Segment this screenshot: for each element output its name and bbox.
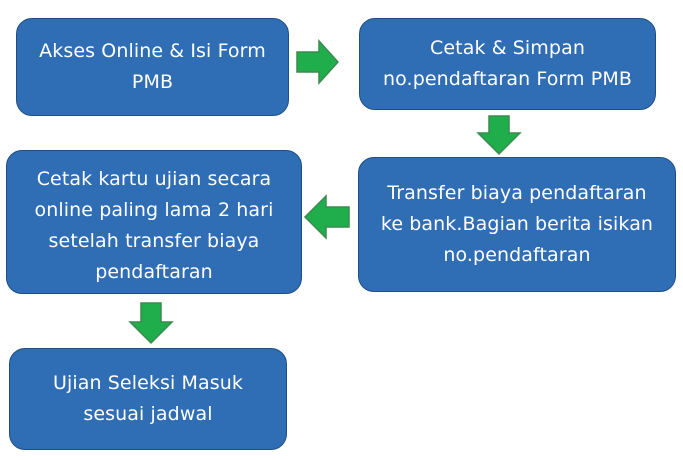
step-box-access-online-form: Akses Online & Isi Form PMB xyxy=(16,18,289,116)
arrow-down-icon xyxy=(476,115,522,156)
step-box-selection-exam: Ujian Seleksi Masuk sesuai jadwal xyxy=(9,348,287,450)
step-label: Transfer biaya pendaftaran ke bank.Bagia… xyxy=(380,182,654,266)
step-label: Cetak & Simpan no.pendaftaran Form PMB xyxy=(383,37,632,90)
step-box-transfer-fee: Transfer biaya pendaftaran ke bank.Bagia… xyxy=(358,157,676,292)
arrow-right-icon xyxy=(296,39,340,85)
step-box-print-save-registration: Cetak & Simpan no.pendaftaran Form PMB xyxy=(359,18,656,110)
step-box-print-exam-card: Cetak kartu ujian secara online paling l… xyxy=(6,150,302,294)
step-label: Ujian Seleksi Masuk sesuai jadwal xyxy=(52,372,243,425)
step-label: Akses Online & Isi Form PMB xyxy=(39,40,266,93)
arrow-down-icon xyxy=(128,302,174,345)
arrow-left-icon xyxy=(303,194,350,240)
step-label: Cetak kartu ujian secara online paling l… xyxy=(34,168,274,283)
